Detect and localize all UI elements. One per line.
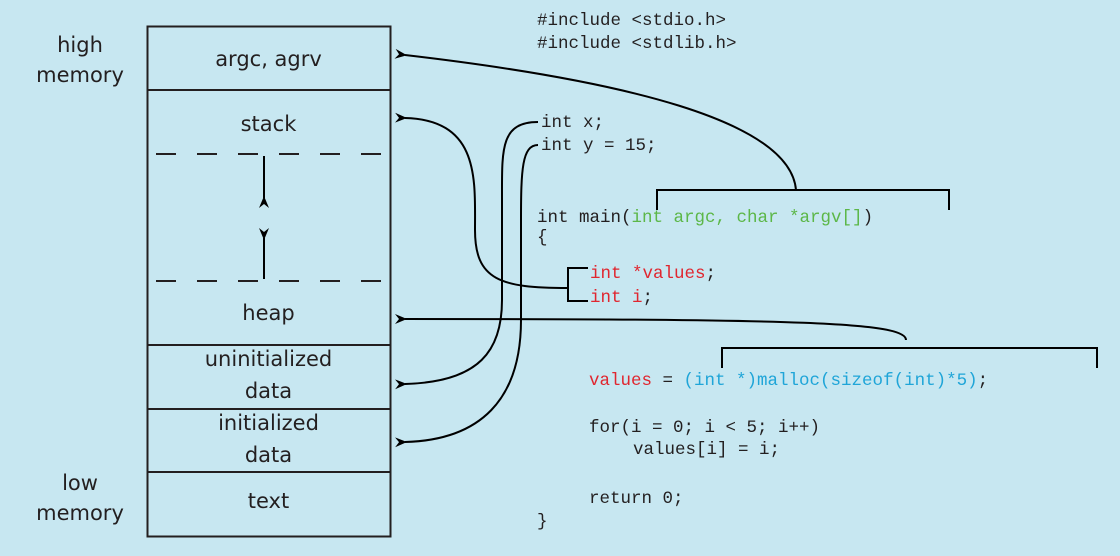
code-global-y: int y = 15;	[541, 136, 657, 156]
code-close-brace: }	[537, 512, 548, 532]
segment-init-line2: data	[244, 443, 293, 467]
malloc-bracket	[721, 347, 1098, 368]
code-include-stdio: #include <stdio.h>	[537, 11, 727, 31]
segment-argc-label: argc, agrv	[215, 47, 322, 71]
segment-stack-label: stack	[240, 112, 297, 136]
code-for-line: for(i = 0; i < 5; i++)	[589, 418, 821, 438]
memory-box	[146, 25, 392, 538]
segment-uninit-label: uninitialized data	[147, 343, 390, 407]
arrow-params-to-argc	[394, 48, 797, 191]
high-memory-label-line2: memory	[36, 63, 124, 87]
locals-bracket	[567, 267, 588, 302]
code-include-stdlib: #include <stdlib.h>	[537, 34, 737, 54]
segment-uninit-line1: uninitialized	[204, 347, 333, 371]
arrow-x-to-uninit	[394, 121, 539, 390]
code-assign-eq: =	[652, 371, 684, 391]
code-main-suffix: )	[862, 208, 874, 228]
code-local-i: int i;	[590, 288, 653, 308]
code-local-i-decl: int i	[590, 288, 643, 308]
code-main-params: int argc, char *argv[]	[631, 208, 863, 228]
code-semicolon: ;	[977, 371, 989, 391]
code-semicolon: ;	[642, 288, 654, 308]
high-memory-label-line1: high	[57, 33, 103, 57]
segment-init-line1: initialized	[218, 411, 319, 435]
code-local-values-decl: int *values	[590, 264, 706, 284]
arrow-locals-to-stack	[394, 112, 569, 289]
high-memory-label: high memory	[20, 30, 140, 90]
code-main-prefix: int main(	[537, 208, 632, 228]
low-memory-label-line1: low	[62, 471, 98, 495]
code-return: return 0;	[589, 489, 684, 509]
arrow-y-to-init	[394, 144, 539, 448]
code-assign-lhs: values	[589, 371, 653, 391]
code-global-x: int x;	[541, 113, 605, 133]
arrow-malloc-to-heap	[394, 313, 907, 341]
segment-init-label: initialized data	[147, 407, 390, 471]
segment-heap-label: heap	[242, 301, 295, 325]
code-malloc-expr: (int *)malloc(sizeof(int)*5)	[683, 371, 978, 391]
main-params-bracket	[656, 189, 950, 210]
low-memory-label: low memory	[20, 468, 140, 528]
code-malloc-line: values = (int *)malloc(sizeof(int)*5);	[589, 371, 988, 391]
code-main-signature: int main(int argc, char *argv[])	[537, 208, 873, 228]
code-for-body: values[i] = i;	[633, 440, 781, 460]
code-open-brace: {	[537, 228, 548, 248]
segment-uninit-line2: data	[244, 379, 293, 403]
low-memory-label-line2: memory	[36, 501, 124, 525]
code-local-values: int *values;	[590, 264, 716, 284]
code-semicolon: ;	[705, 264, 717, 284]
segment-text-label: text	[247, 489, 290, 513]
